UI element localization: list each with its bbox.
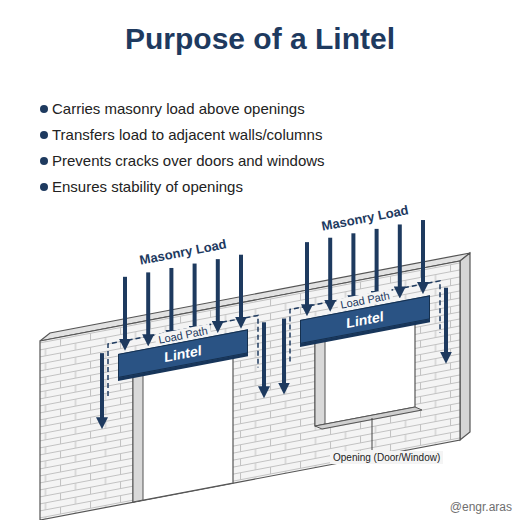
title: Purpose of a Lintel (0, 22, 520, 56)
bullet-dot (40, 157, 48, 165)
support-arrow (282, 319, 286, 389)
bullet-dot (40, 183, 48, 191)
bullet-dot (40, 131, 48, 139)
window-sill (315, 407, 422, 429)
lintel-label: Lintel (346, 308, 383, 331)
load-path-line (290, 281, 440, 362)
load-arrow (169, 268, 173, 336)
opening-label: Opening (Door/Window) (330, 451, 443, 464)
load-arrow (375, 229, 379, 297)
load-arrow (146, 272, 150, 340)
load-arrow (216, 259, 220, 327)
support-arrow (262, 322, 266, 392)
watermark: @engr.aras (450, 500, 512, 514)
leader-line (372, 418, 373, 450)
door-reveal (133, 373, 143, 502)
load-arrows (102, 220, 446, 423)
bullet-point: Carries masonry load above openings (52, 100, 305, 117)
window-reveal (315, 339, 325, 426)
support-arrow (444, 288, 448, 358)
load-arrow (351, 233, 355, 301)
wall-end (460, 253, 470, 440)
wall-face (40, 261, 460, 520)
bullet-dot (40, 105, 48, 113)
load-arrow (123, 277, 127, 345)
load-arrow (193, 264, 197, 332)
load-arrow (305, 242, 309, 310)
door-opening (133, 356, 233, 502)
bullet-point: Ensures stability of openings (52, 178, 243, 195)
load-arrow (328, 238, 332, 306)
load-arrow (239, 255, 243, 323)
lintel-label: Lintel (164, 342, 201, 365)
load-path-line (108, 315, 258, 396)
load-arrow (421, 220, 425, 288)
load-label: Masonry Load (320, 202, 409, 234)
bullet-point: Prevents cracks over doors and windows (52, 152, 325, 169)
load-label: Masonry Load (138, 236, 227, 268)
bullet-point: Transfers load to adjacent walls/columns (52, 126, 322, 143)
load-arrow (398, 224, 402, 292)
support-arrow (100, 353, 104, 423)
